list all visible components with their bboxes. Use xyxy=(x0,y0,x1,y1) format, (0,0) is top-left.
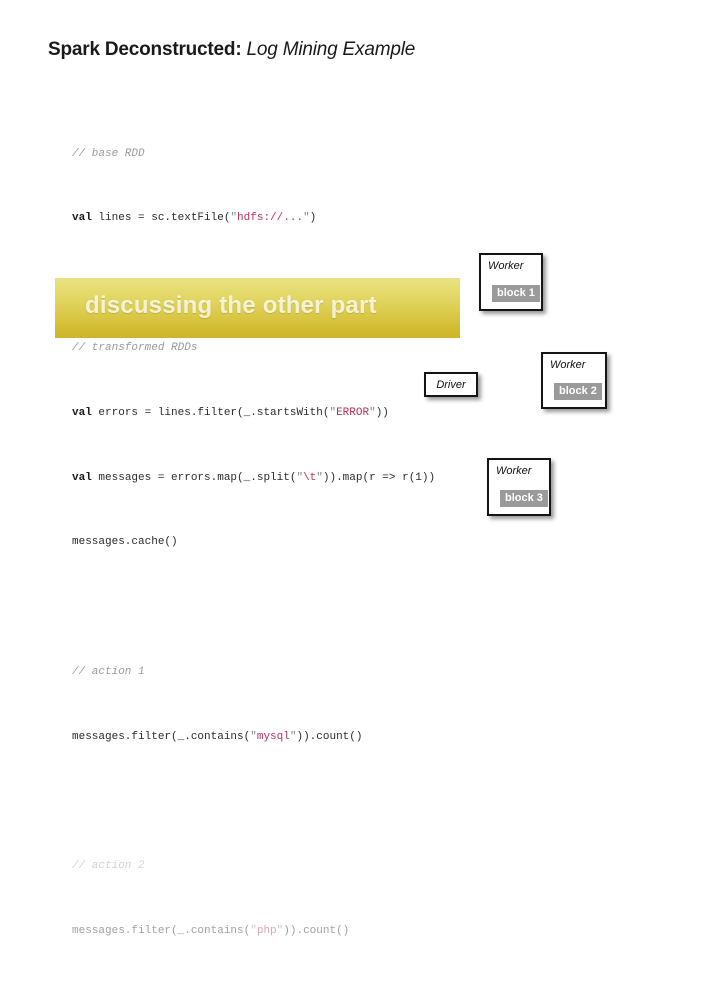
code-text: )) xyxy=(375,406,389,419)
keyword-val: val xyxy=(72,212,92,225)
page-title-bold: Spark Deconstructed: xyxy=(48,39,242,60)
code-text: messages.filter(_.contains( xyxy=(72,730,251,743)
code-line-comment-base-rdd: // base RDD xyxy=(72,147,145,160)
quote-open: " xyxy=(250,925,257,938)
driver-node-label: Driver xyxy=(436,378,466,391)
quote-open: " xyxy=(230,212,238,225)
quote-close: " xyxy=(303,212,310,225)
code-text: )).count() xyxy=(283,925,350,938)
code-text: lines = sc.textFile( xyxy=(91,212,231,225)
string-literal-php: php xyxy=(256,925,277,938)
code-block: // base RDD val lines = sc.textFile("hdf… xyxy=(72,97,435,988)
code-line-comment-action-2: // action 2 xyxy=(72,860,145,873)
code-text: ) xyxy=(309,212,317,225)
worker-node-2: Worker block 2 xyxy=(541,352,607,409)
code-line-val-errors: val errors = lines.filter(_.startsWith("… xyxy=(72,405,435,421)
code-text: messages = errors.map(_.split( xyxy=(91,471,297,484)
string-literal-tab: \t xyxy=(303,471,317,484)
code-line-messages-cache: messages.cache() xyxy=(72,536,178,549)
code-line-comment-transformed-rdds: // transformed RDDs xyxy=(72,342,198,354)
string-literal-hdfs: hdfs://... xyxy=(237,212,304,225)
worker-node-3-title: Worker xyxy=(496,465,532,477)
highlight-band-caption: discussing the other part xyxy=(85,292,377,319)
quote-close: " xyxy=(369,406,376,419)
slide-canvas: Spark Deconstructed: Log Mining Example … xyxy=(48,38,607,938)
string-literal-mysql: mysql xyxy=(256,730,290,743)
code-text: )).count() xyxy=(296,730,363,743)
worker-node-1-block-chip: block 1 xyxy=(492,285,540,302)
highlight-band: discussing the other part xyxy=(55,278,460,338)
quote-close: " xyxy=(276,925,284,938)
code-blank-line xyxy=(72,794,435,810)
worker-node-3-block-chip: block 3 xyxy=(500,490,548,507)
quote-open: " xyxy=(250,730,257,743)
string-literal-error: ERROR xyxy=(336,406,370,419)
quote-open: " xyxy=(329,406,337,419)
code-text: )).map(r => r(1)) xyxy=(322,471,436,484)
worker-node-1: Worker block 1 xyxy=(479,253,543,311)
worker-node-1-title: Worker xyxy=(488,260,524,272)
code-line-action-2: messages.filter(_.contains("php")).count… xyxy=(72,923,435,939)
quote-close: " xyxy=(289,730,297,743)
code-line-val-messages: val messages = errors.map(_.split("\t"))… xyxy=(72,470,435,486)
code-blank-line xyxy=(72,599,435,615)
quote-open: " xyxy=(296,471,304,484)
worker-node-2-title: Worker xyxy=(550,359,586,371)
worker-node-3: Worker block 3 xyxy=(487,458,551,516)
quote-close: " xyxy=(316,471,323,484)
keyword-val: val xyxy=(72,406,92,419)
code-text: messages.filter(_.contains( xyxy=(72,925,251,938)
page-title: Spark Deconstructed: Log Mining Example xyxy=(48,38,415,62)
code-line-val-lines: val lines = sc.textFile("hdfs://...") xyxy=(72,210,435,226)
code-line-comment-action-1: // action 1 xyxy=(72,665,145,678)
code-line-action-1: messages.filter(_.contains("mysql")).cou… xyxy=(72,729,435,745)
page-title-italic: Log Mining Example xyxy=(241,39,416,60)
code-text: errors = lines.filter(_.startsWith( xyxy=(91,406,330,419)
driver-node: Driver xyxy=(424,372,478,397)
worker-node-2-block-chip: block 2 xyxy=(554,383,602,400)
keyword-val: val xyxy=(72,471,92,484)
